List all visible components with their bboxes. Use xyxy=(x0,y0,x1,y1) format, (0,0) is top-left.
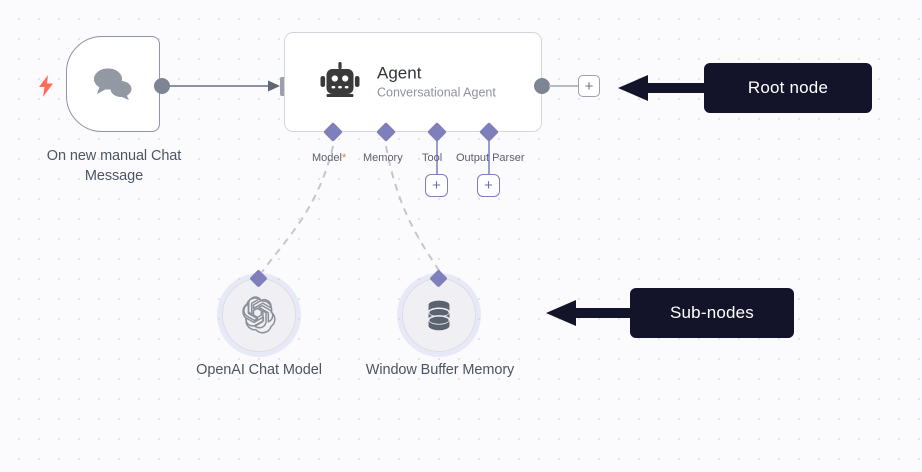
trigger-node-chat[interactable] xyxy=(66,36,160,132)
annotation-sub-nodes: Sub-nodes xyxy=(630,288,794,338)
agent-node-title: Agent xyxy=(377,63,422,83)
robot-icon xyxy=(320,62,360,97)
sub-node-window-buffer-memory[interactable] xyxy=(402,269,476,352)
sub-node-memory-port[interactable] xyxy=(429,269,448,288)
lightning-bolt-icon xyxy=(39,75,53,97)
agent-output-stub xyxy=(549,85,579,87)
agent-port-memory-label: Memory xyxy=(363,152,403,164)
agent-node-subtitle: Conversational Agent xyxy=(377,85,496,100)
agent-port-output-parser-label: Output Parser xyxy=(456,152,525,164)
add-tool-button[interactable]: + xyxy=(425,174,448,197)
agent-port-tool-label: Tool xyxy=(422,152,443,164)
annotation-sub-nodes-text: Sub-nodes xyxy=(669,303,755,322)
chat-bubbles-icon xyxy=(94,68,132,100)
port-model-text: Model xyxy=(312,152,342,164)
agent-output-port[interactable] xyxy=(534,78,550,94)
trigger-node-label: On new manual Chat Message xyxy=(46,148,182,184)
database-stack-icon xyxy=(427,300,451,331)
agent-port-output-parser-stem xyxy=(488,132,490,176)
sub-node-openai-port[interactable] xyxy=(249,269,268,288)
sub-node-memory-label: Window Buffer Memory xyxy=(365,362,515,378)
annotation-root-node: Root node xyxy=(704,63,872,113)
trigger-output-port[interactable] xyxy=(154,78,170,94)
sub-node-openai-chat-model[interactable] xyxy=(222,269,296,352)
sub-node-openai-label: OpenAI Chat Model xyxy=(196,362,322,378)
root-node-arrow-icon xyxy=(618,75,710,101)
openai-logo-icon xyxy=(242,296,276,334)
agent-node[interactable]: Agent Conversational Agent xyxy=(284,32,542,132)
connection-trigger-to-agent[interactable] xyxy=(168,78,286,94)
sub-nodes-arrow-icon xyxy=(546,300,638,326)
add-output-parser-button[interactable]: + xyxy=(477,174,500,197)
annotation-root-node-text: Root node xyxy=(747,78,829,97)
agent-port-tool-stem xyxy=(436,132,438,176)
agent-node-text: Agent Conversational Agent xyxy=(377,63,496,102)
add-node-button[interactable]: + xyxy=(578,75,600,97)
agent-port-model-label: Model* xyxy=(312,152,346,165)
port-model-required-marker: * xyxy=(341,152,347,164)
